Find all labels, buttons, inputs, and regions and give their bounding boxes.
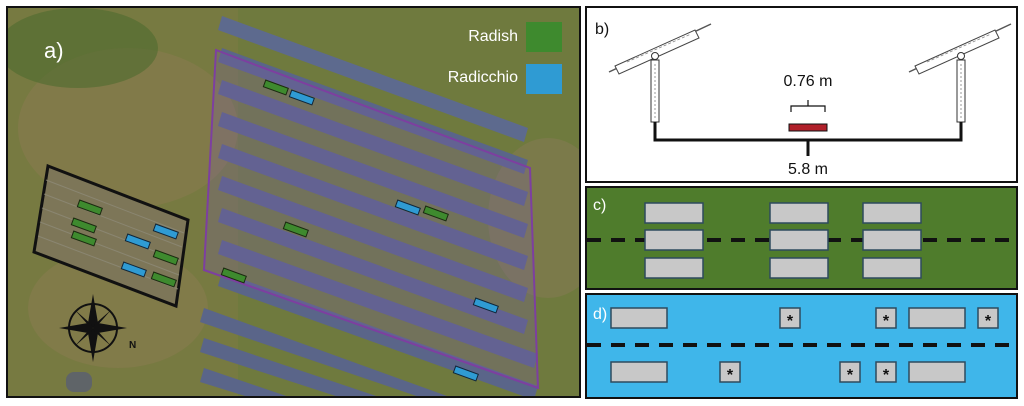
subplot-marked — [719, 361, 741, 383]
asterisk-marker: * — [727, 367, 734, 384]
asterisk-marker: * — [787, 313, 794, 330]
right-solar-tracker — [908, 23, 1012, 123]
row-spacing-value: 5.8 m — [788, 161, 828, 178]
radicchio-plot — [288, 89, 315, 106]
solar-row — [200, 338, 377, 396]
subplot — [769, 257, 829, 279]
subplot-marked — [839, 361, 861, 383]
crop-plot-bed — [788, 123, 828, 132]
panel-b-cross-section: b) 5.8 m 0.76 m — [585, 6, 1018, 183]
subplot — [644, 202, 704, 224]
subplot — [862, 229, 922, 251]
subplot-marked — [779, 307, 801, 329]
legend-swatch-radicchio — [526, 64, 562, 94]
subplot — [862, 257, 922, 279]
solar-row — [218, 144, 528, 270]
solar-row — [218, 112, 528, 238]
panel-b-label: b) — [595, 21, 609, 38]
radish-plots — [70, 79, 449, 288]
subplot — [644, 257, 704, 279]
solar-row — [200, 368, 287, 396]
plot-width-value: 0.76 m — [784, 73, 833, 90]
radicchio-subplots — [610, 307, 999, 383]
solar-row — [200, 308, 447, 396]
legend-label-radicchio: Radicchio — [448, 69, 518, 86]
asterisk-marker: * — [883, 367, 890, 384]
radicchio-plots — [120, 89, 499, 382]
compass-north-label: N — [129, 340, 136, 351]
radicchio-layout-diagram: d) * * * * * * — [587, 295, 1016, 397]
subplot — [610, 361, 668, 383]
left-solar-tracker — [608, 23, 712, 123]
radish-plot — [282, 221, 309, 238]
compass-rose-icon: N — [59, 294, 136, 362]
subplot — [769, 229, 829, 251]
panel-d-label: d) — [593, 306, 607, 323]
asterisk-marker: * — [883, 313, 890, 330]
bare-soil-patch — [18, 48, 238, 208]
control-plot-outline — [32, 163, 190, 309]
radish-plot — [422, 205, 449, 222]
radish-plot — [70, 230, 97, 247]
radicchio-plot — [472, 297, 499, 314]
subplot-marked — [875, 361, 897, 383]
subplot — [908, 307, 966, 329]
solar-row — [218, 80, 528, 206]
radish-plot — [150, 271, 177, 288]
plot-width-bracket — [790, 105, 826, 112]
subplot — [644, 229, 704, 251]
subplot — [610, 307, 668, 329]
asterisk-marker: * — [985, 313, 992, 330]
radish-plot — [76, 199, 103, 216]
solar-row — [218, 208, 528, 334]
legend-swatch-radish — [526, 22, 562, 52]
radicchio-plot — [120, 261, 147, 278]
radish-subplots — [644, 202, 922, 279]
experimental-plot-outline — [202, 48, 540, 390]
subplot — [908, 361, 966, 383]
solar-row — [218, 240, 538, 368]
subplot-marked — [977, 307, 999, 329]
subplot — [769, 202, 829, 224]
cross-section-diagram: b) 5.8 m 0.76 m — [595, 21, 1012, 178]
panel-a-label: a) — [44, 38, 64, 63]
radicchio-plot — [124, 233, 151, 250]
asterisk-marker: * — [847, 367, 854, 384]
tree-cover — [8, 8, 158, 88]
legend-label-radish: Radish — [468, 28, 518, 45]
subplot — [862, 202, 922, 224]
solar-row — [218, 16, 528, 142]
radish-plot — [152, 249, 179, 266]
radicchio-plot — [152, 223, 179, 240]
radish-plot — [262, 79, 289, 96]
panel-a-aerial-view: a) Radish Radicchio N — [6, 6, 581, 398]
radish-plot — [70, 217, 97, 234]
panel-c-label: c) — [593, 197, 606, 214]
building-roof — [66, 372, 92, 392]
aerial-photo: a) Radish Radicchio N — [8, 8, 579, 396]
subplot-markers: * * * * * * — [727, 313, 992, 384]
solar-row — [218, 176, 528, 302]
panel-d-radicchio-layout: d) * * * * * * — [585, 293, 1018, 399]
radish-layout-diagram: c) — [587, 188, 1016, 288]
subplot-marked — [875, 307, 897, 329]
radicchio-plot — [394, 199, 421, 216]
panel-c-radish-layout: c) — [585, 186, 1018, 290]
legend: Radish Radicchio — [448, 22, 562, 94]
radicchio-plot — [452, 365, 479, 382]
radish-plot — [220, 267, 247, 284]
solar-array — [200, 16, 538, 396]
